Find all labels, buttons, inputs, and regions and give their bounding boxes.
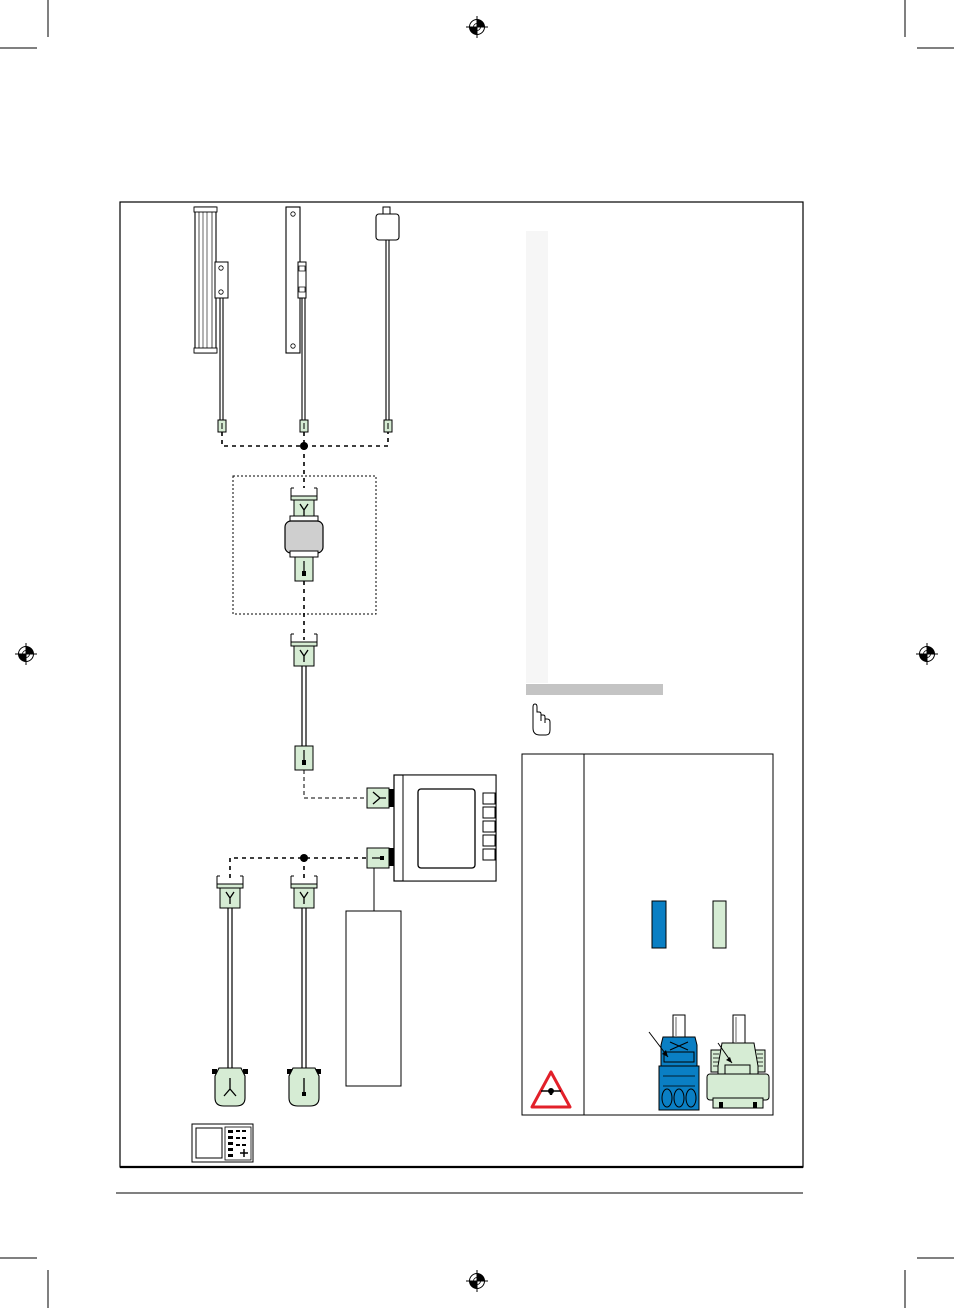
output-cable-1 — [212, 875, 248, 1107]
linear-scale-1 — [193, 206, 229, 433]
junction-node — [300, 442, 308, 450]
text-panel-divider-bar — [526, 684, 663, 695]
green-dsub-connector-illustration — [706, 1014, 770, 1109]
linear-scale-2 — [285, 206, 309, 433]
blue-connector-swatch — [651, 900, 667, 949]
output-cable-2 — [287, 875, 321, 1107]
display-unit — [366, 774, 497, 882]
callout-label-box — [345, 910, 402, 1087]
warning-triangle-icon — [530, 1070, 572, 1109]
output-bus-lines — [229, 857, 366, 880]
transducer-bus-lines — [221, 432, 389, 488]
blue-dsub-connector-illustration — [648, 1014, 700, 1111]
pointing-hand-icon — [532, 703, 551, 736]
registration-crosshair-icon — [915, 642, 939, 666]
registration-crosshair-icon — [465, 1269, 489, 1293]
registration-crosshair-icon — [14, 642, 38, 666]
rotary-encoder — [375, 206, 400, 433]
registration-crosshair-icon — [465, 15, 489, 39]
interface-module — [284, 487, 324, 582]
junction-node — [300, 854, 308, 862]
display-unit-icon — [191, 1123, 254, 1163]
cable-to-display-line — [303, 770, 366, 799]
extension-cable — [290, 633, 318, 771]
green-connector-swatch — [712, 900, 727, 949]
text-panel-margin — [526, 231, 548, 683]
